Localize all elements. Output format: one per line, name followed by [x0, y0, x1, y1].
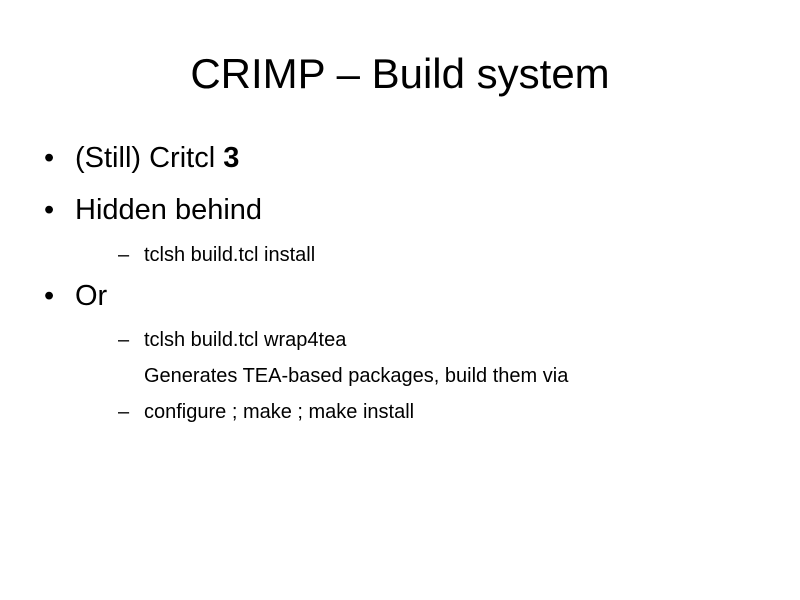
- bullet-marker: •: [44, 194, 55, 226]
- bullet-text-bold: 3: [223, 142, 240, 174]
- subbullet-text: tclsh build.tcl wrap4tea: [144, 329, 347, 351]
- subbullet-install: –tclsh build.tcl install: [118, 242, 315, 268]
- subbullet-configure: –configure ; make ; make install: [118, 399, 414, 425]
- bullet-marker: •: [44, 142, 55, 174]
- subbullet-text: configure ; make ; make install: [144, 401, 415, 423]
- subbullet-text: tclsh build.tcl install: [144, 244, 316, 266]
- dash-marker: –: [118, 329, 130, 351]
- bullet-text: Or: [75, 280, 108, 312]
- dash-marker: –: [118, 244, 130, 266]
- bullet-or: • Or: [44, 279, 107, 313]
- subbullet-continuation: Generates TEA-based packages, build them…: [144, 365, 569, 387]
- bullet-still-critcl: • (Still) Critcl 3: [44, 141, 239, 175]
- bullet-text: Hidden behind: [75, 194, 263, 226]
- bullet-hidden-behind: • Hidden behind: [44, 193, 262, 227]
- bullet-text: (Still) Critcl: [75, 142, 224, 174]
- slide-title: CRIMP – Build system: [190, 50, 610, 97]
- subbullet-wrap4tea: –tclsh build.tcl wrap4tea: [118, 327, 346, 353]
- dash-marker: –: [118, 401, 130, 423]
- bullet-marker: •: [44, 280, 55, 312]
